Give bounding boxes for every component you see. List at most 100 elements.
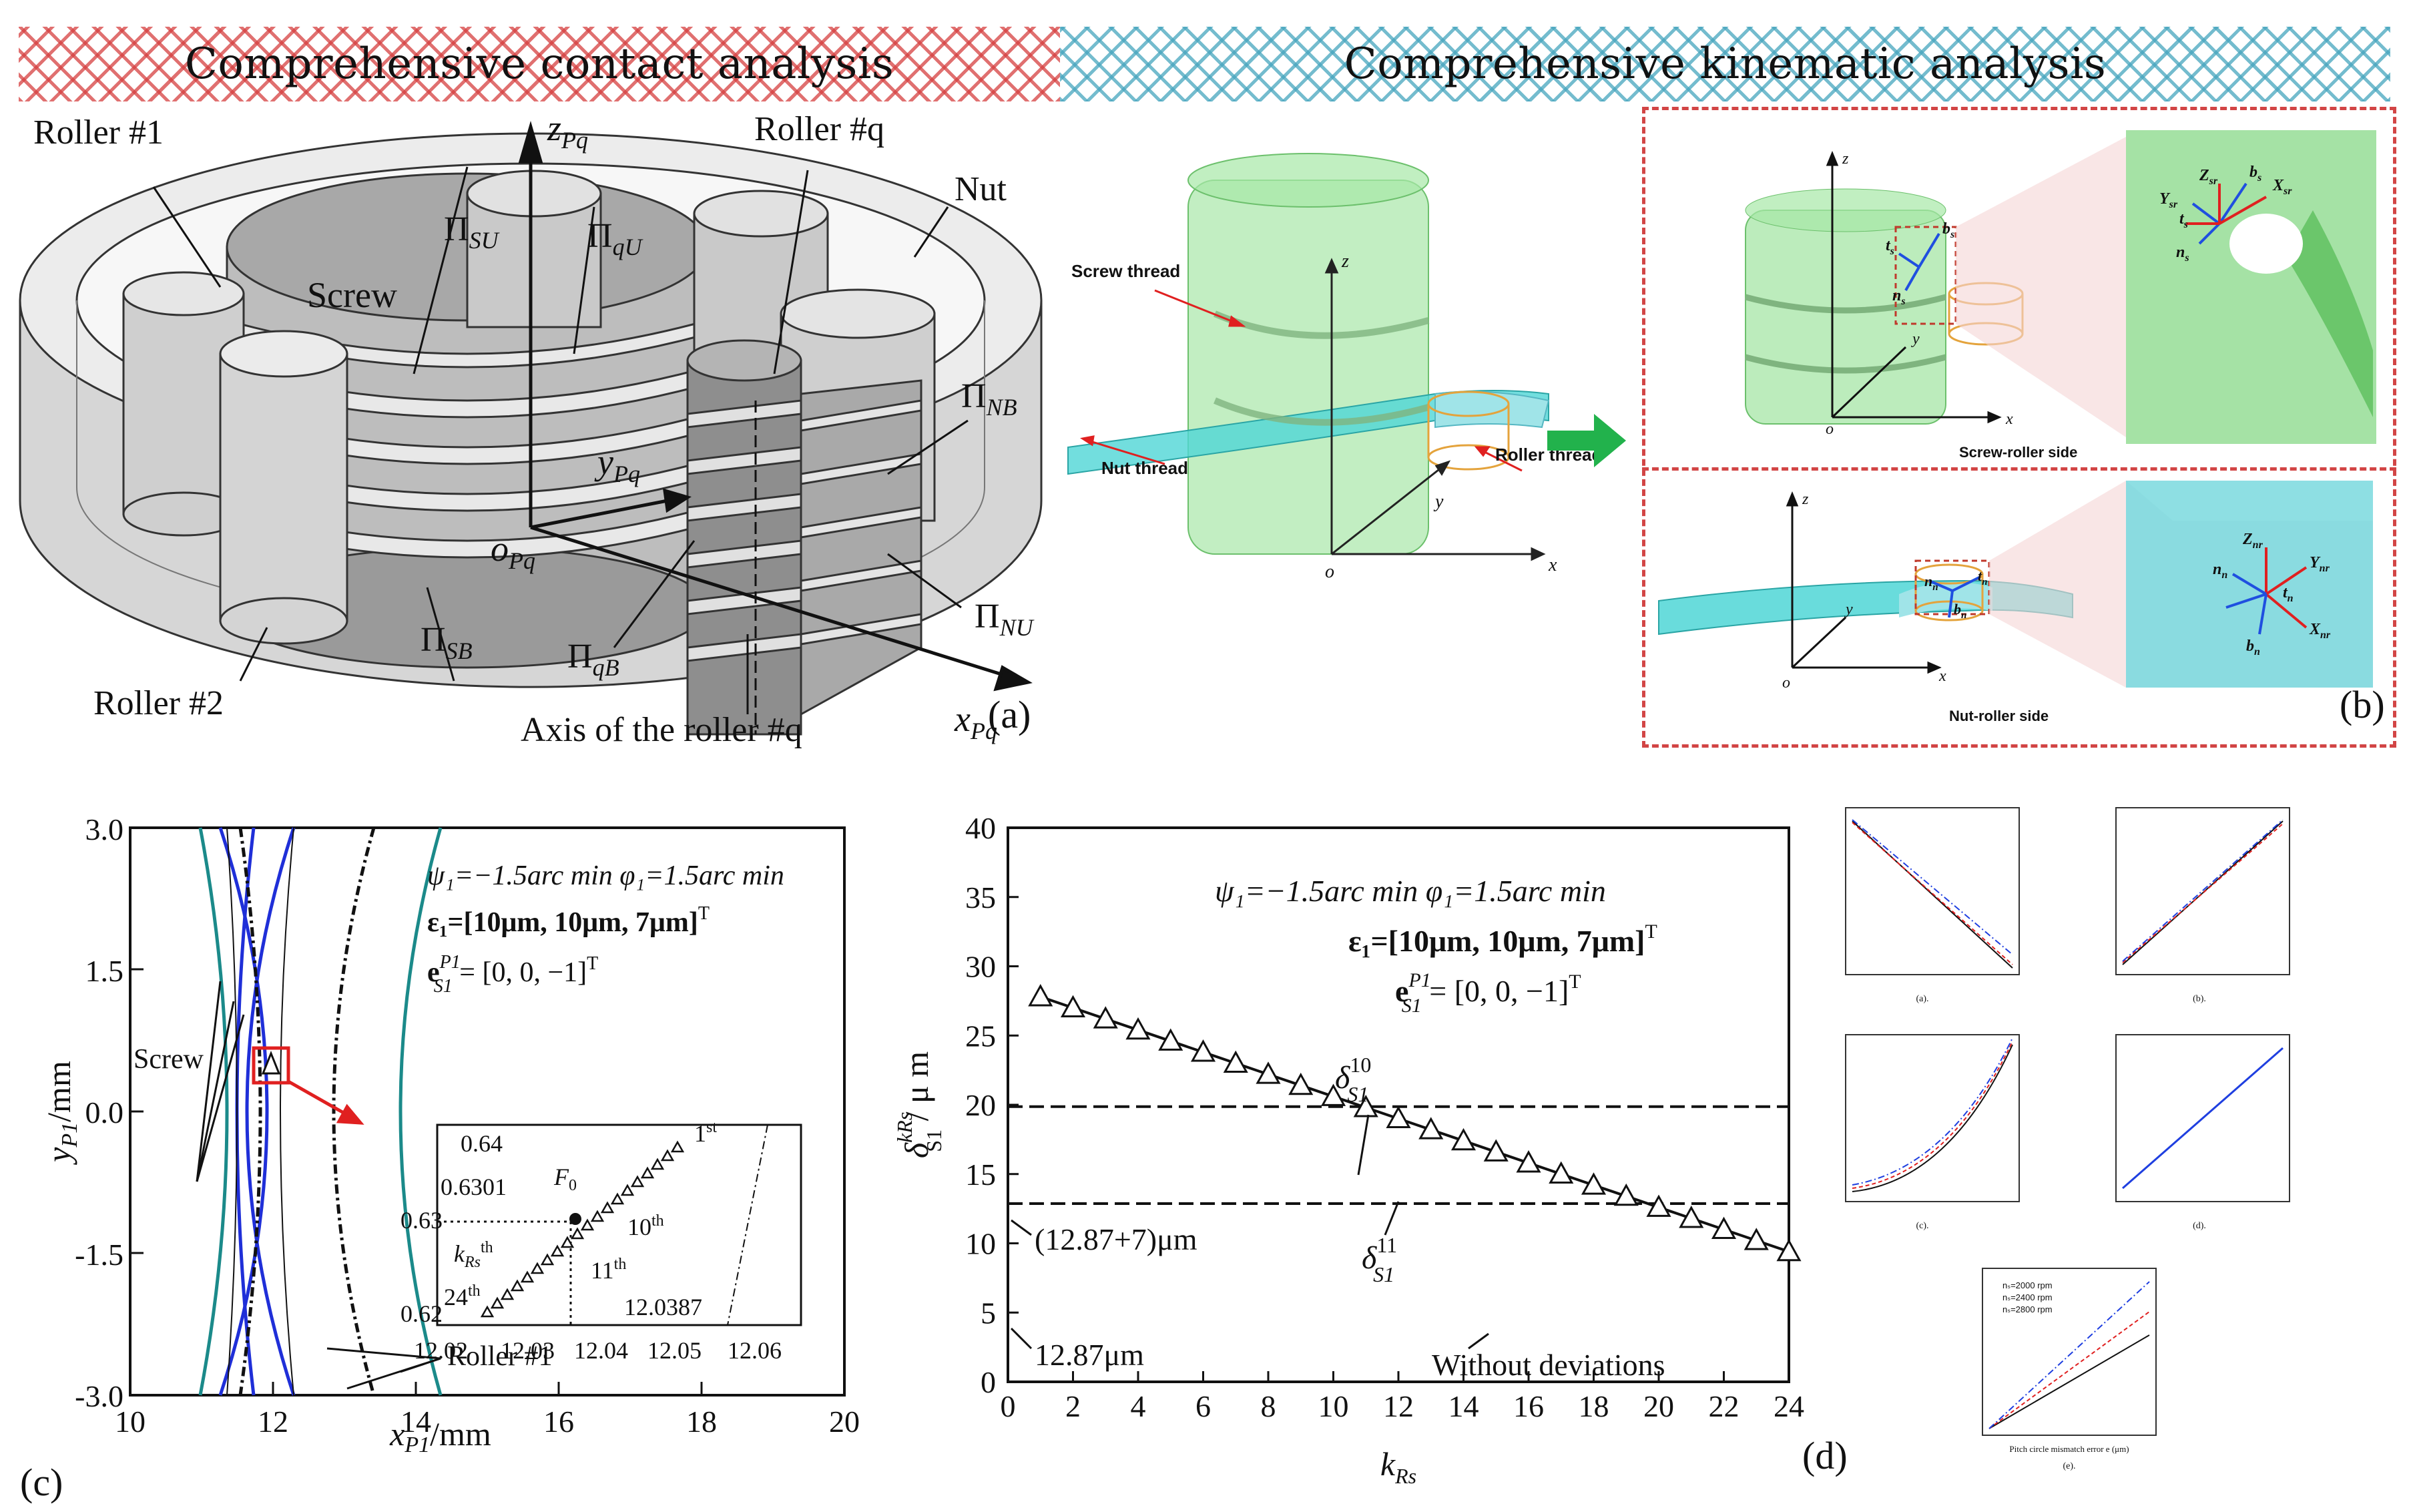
svg-text:z: z bbox=[1341, 251, 1349, 272]
svg-text:bs: bs bbox=[1942, 220, 1954, 240]
svg-text:10th: 10th bbox=[627, 1212, 664, 1240]
deviation-point bbox=[1711, 1216, 1737, 1240]
svg-text:3.0: 3.0 bbox=[85, 812, 124, 846]
kinematic-analysis-banner: Comprehensive kinematic analysis bbox=[1060, 27, 2390, 101]
deviation-chart-annotations: ψ₁=−1.5arc min φ₁=1.5arc min ε₁=[10μm, 1… bbox=[892, 874, 1665, 1488]
x-tick-label: 16 bbox=[1513, 1389, 1544, 1423]
svg-text:ts: ts bbox=[1886, 237, 1894, 257]
y-tick-label: 40 bbox=[965, 811, 996, 845]
x-tick-label: 12 bbox=[1383, 1389, 1414, 1423]
y-tick-label: 25 bbox=[965, 1019, 996, 1053]
svg-text:oPq: oPq bbox=[491, 529, 535, 574]
svg-text:Roller #1: Roller #1 bbox=[447, 1341, 552, 1372]
svg-text:Screw: Screw bbox=[133, 1044, 204, 1075]
svg-text:(12.87+7)μm: (12.87+7)μm bbox=[1035, 1222, 1197, 1256]
x-tick-label: 18 bbox=[1579, 1389, 1609, 1423]
x-tick-label: 14 bbox=[1448, 1389, 1479, 1423]
svg-text:Screw-roller side: Screw-roller side bbox=[1959, 444, 2077, 461]
svg-text:ns: ns bbox=[1892, 287, 1906, 307]
contact-analysis-banner: Comprehensive contact analysis bbox=[19, 27, 1060, 101]
svg-text:0.0: 0.0 bbox=[85, 1095, 124, 1129]
svg-text:(c): (c) bbox=[20, 1461, 63, 1504]
svg-text:ΠSB: ΠSB bbox=[421, 621, 473, 664]
svg-text:y: y bbox=[1844, 601, 1853, 618]
deviation-point bbox=[1320, 1083, 1346, 1106]
deviation-point bbox=[1613, 1183, 1639, 1206]
svg-text:nn: nn bbox=[2213, 561, 2227, 581]
roller-q-threaded bbox=[686, 339, 922, 736]
svg-text:x: x bbox=[1548, 555, 1557, 575]
coordinate-axes bbox=[518, 120, 1033, 692]
y-tick-label: 30 bbox=[965, 950, 996, 984]
svg-text:bs: bs bbox=[2249, 164, 2261, 184]
svg-text:Znr: Znr bbox=[2242, 531, 2263, 551]
deviation-point bbox=[1418, 1117, 1444, 1140]
y-tick-label: 20 bbox=[965, 1088, 996, 1122]
svg-text:(a).: (a). bbox=[1916, 994, 1928, 1004]
panel-a-assembly-diagram: Roller #1 Roller #2 Roller #q Nut Screw … bbox=[19, 108, 1043, 749]
svg-text:ψ₁=−1.5arc min φ₁=1.5arc m: ψ₁=−1.5arc min φ₁=1.5arc min bbox=[1215, 874, 1606, 908]
svg-text:Screw: Screw bbox=[307, 275, 397, 315]
svg-text:y: y bbox=[1911, 330, 1920, 348]
kinematic-detail-frame bbox=[1642, 107, 2396, 748]
deviation-point bbox=[1223, 1050, 1248, 1073]
panel-b-label: (b) bbox=[2340, 683, 2385, 726]
deviation-point bbox=[1353, 1095, 1378, 1117]
svg-text:0.62: 0.62 bbox=[400, 1300, 443, 1327]
svg-text:xPq: xPq bbox=[954, 699, 997, 744]
svg-text:0.63: 0.63 bbox=[400, 1207, 443, 1234]
svg-text:z: z bbox=[1842, 150, 1849, 168]
deviation-point bbox=[1288, 1072, 1314, 1095]
panel-c-curves bbox=[198, 827, 443, 1396]
svg-text:ψ₁=−1.5arc min φ₁=1.5arc min: ψ₁=−1.5arc min φ₁=1.5arc min bbox=[427, 860, 784, 891]
svg-text:ΠNB: ΠNB bbox=[961, 377, 1017, 421]
svg-text:12: 12 bbox=[258, 1405, 288, 1439]
deviation-point bbox=[1190, 1039, 1216, 1062]
subplot-d: (d). bbox=[2115, 1034, 2290, 1231]
svg-text:F0: F0 bbox=[553, 1164, 577, 1194]
svg-text:kRsth: kRsth bbox=[454, 1239, 493, 1271]
svg-text:Roller #2: Roller #2 bbox=[93, 684, 224, 722]
y-tick-label: 15 bbox=[965, 1158, 996, 1192]
panel-a-labels: Roller #1 Roller #2 Roller #q Nut Screw … bbox=[33, 108, 1035, 749]
svg-text:Ysr: Ysr bbox=[2159, 190, 2178, 210]
svg-text:ts: ts bbox=[2179, 210, 2188, 230]
deviation-point bbox=[1483, 1139, 1509, 1162]
kinematic-frame-divider bbox=[1642, 467, 2396, 471]
svg-text:Axis of the roller #q: Axis of the roller #q bbox=[521, 711, 802, 749]
deviation-point bbox=[1093, 1006, 1118, 1029]
subplot-e: Pitch circle mismatch error e (μm) (e). … bbox=[1982, 1268, 2157, 1471]
kinematic-analysis-title: Comprehensive kinematic analysis bbox=[1344, 39, 2107, 89]
svg-text:0.64: 0.64 bbox=[461, 1130, 503, 1157]
deviation-point bbox=[1158, 1028, 1183, 1051]
svg-text:12.06: 12.06 bbox=[728, 1337, 782, 1364]
svg-text:Roller #1: Roller #1 bbox=[33, 113, 164, 152]
x-tick-label: 24 bbox=[1774, 1389, 1804, 1423]
y-tick-label: 0 bbox=[981, 1365, 996, 1399]
svg-text:Zsr: Zsr bbox=[2199, 167, 2218, 187]
svg-text:x: x bbox=[1938, 668, 1946, 685]
deviation-point bbox=[1744, 1228, 1769, 1250]
svg-text:Nut: Nut bbox=[955, 170, 1007, 208]
svg-text:o: o bbox=[1325, 561, 1334, 582]
nut-roller-labels: z y x o nn tn bn Znr Ynr Xnr nn tn bn Nu… bbox=[1782, 491, 2331, 724]
panel-d-label: (d) bbox=[1802, 1434, 1848, 1477]
panel-b-thread-model: Screw thread Roller thread Nut thread z … bbox=[1067, 153, 1602, 582]
svg-text:o: o bbox=[1782, 674, 1790, 692]
svg-text:1.5: 1.5 bbox=[85, 954, 124, 988]
subplot-c: (c). bbox=[1845, 1034, 2020, 1231]
svg-text:(a): (a) bbox=[988, 693, 1031, 736]
x-tick-label: 6 bbox=[1195, 1389, 1211, 1423]
svg-text:ΠSU: ΠSU bbox=[444, 210, 500, 254]
svg-text:Xnr: Xnr bbox=[2309, 621, 2331, 641]
svg-text:ε₁=[10μm, 10μm, 7μm]T: ε₁=[10μm, 10μm, 7μm]T bbox=[1348, 921, 1657, 958]
svg-text:ns: ns bbox=[2176, 244, 2189, 264]
panel-d-plot-grid: (a). (b). (c). (d). Pitch circle mismatc… bbox=[1802, 807, 2290, 1477]
deviation-point bbox=[1776, 1238, 1802, 1262]
x-tick-label: 2 bbox=[1065, 1389, 1081, 1423]
nut-roller-detail: z y x o nn tn bn Znr Ynr Xnr nn tn bn Nu… bbox=[1658, 481, 2385, 726]
